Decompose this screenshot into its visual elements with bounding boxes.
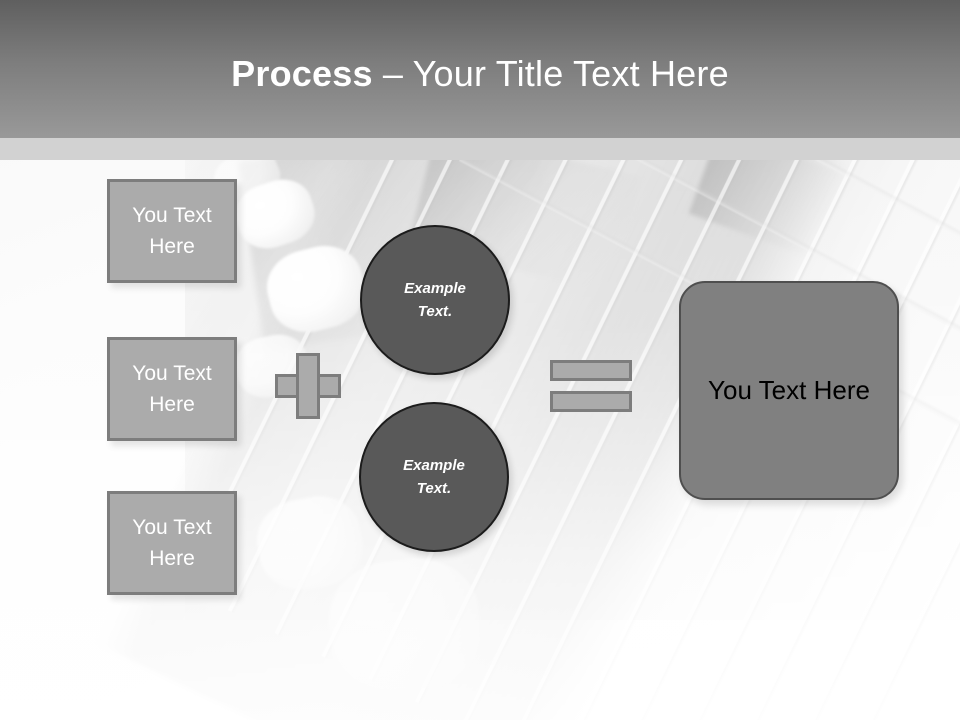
page-title-rest: – Your Title Text Here <box>372 53 729 94</box>
equals-icon-top-bar <box>550 360 632 381</box>
equals-icon-bottom-bar <box>550 391 632 412</box>
plus-icon-center-fill <box>299 377 317 395</box>
result-box[interactable]: You Text Here <box>679 281 899 500</box>
title-band <box>0 0 960 138</box>
plus-icon <box>275 353 341 419</box>
page-title-strong: Process <box>231 53 373 94</box>
page-title: Process – Your Title Text Here <box>0 50 960 98</box>
title-underband <box>0 138 960 160</box>
result-box-label: You Text Here <box>708 375 870 405</box>
equals-icon <box>550 360 632 412</box>
